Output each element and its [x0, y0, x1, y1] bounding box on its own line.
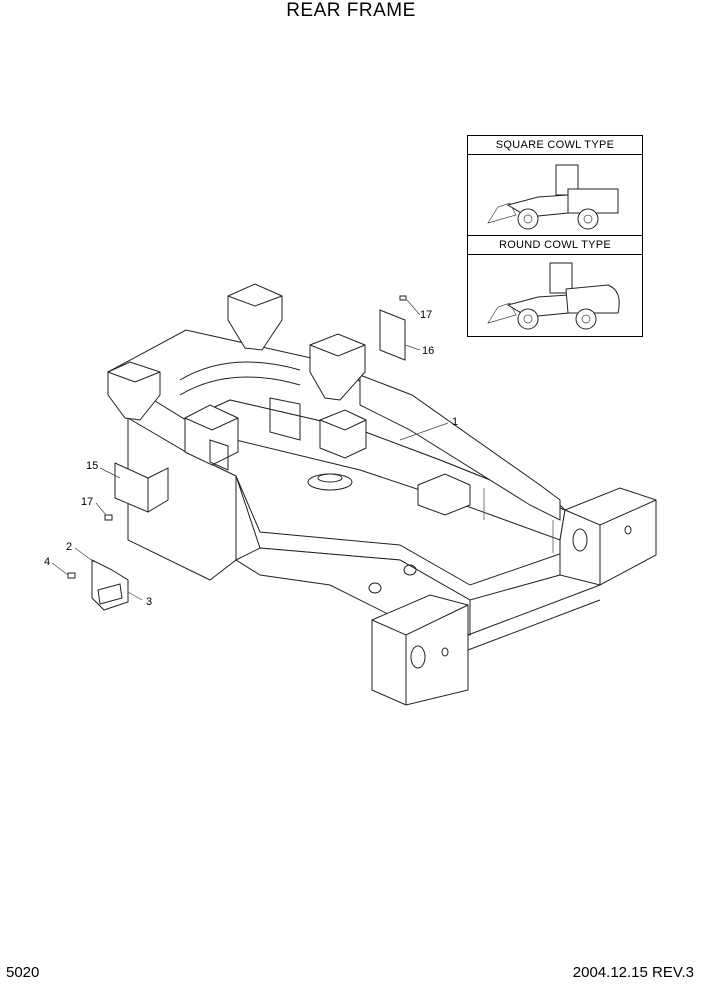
callout-17-left: 17 [81, 496, 94, 508]
leader-lines [51, 299, 449, 601]
revision-date: 2004.12.15 REV.3 [572, 964, 694, 981]
callout-4: 4 [44, 556, 51, 568]
variant-square-cowl-label: SQUARE COWL TYPE [468, 136, 642, 155]
part-15-bracket [114, 462, 169, 513]
callout-1: 1 [452, 416, 459, 428]
variant-inset: SQUARE COWL TYPE ROUND COWL TYPE [467, 135, 643, 337]
callout-17-top: 17 [420, 309, 433, 321]
variant-round-cowl-label: ROUND COWL TYPE [468, 236, 642, 255]
callout-3: 3 [146, 596, 153, 608]
rear-frame-body [106, 329, 657, 706]
square-cowl-loader-image [487, 164, 619, 230]
frame-mounts [107, 283, 632, 669]
page-number: 5020 [6, 964, 40, 981]
callout-2: 2 [66, 541, 73, 553]
bolts [67, 295, 407, 579]
part-16-plate [379, 309, 406, 361]
callout-16: 16 [422, 345, 435, 357]
part-2-3-plate [91, 559, 129, 611]
round-cowl-loader-image [487, 262, 620, 330]
callout-15: 15 [86, 460, 99, 472]
page-title: REAR FRAME [286, 0, 416, 21]
